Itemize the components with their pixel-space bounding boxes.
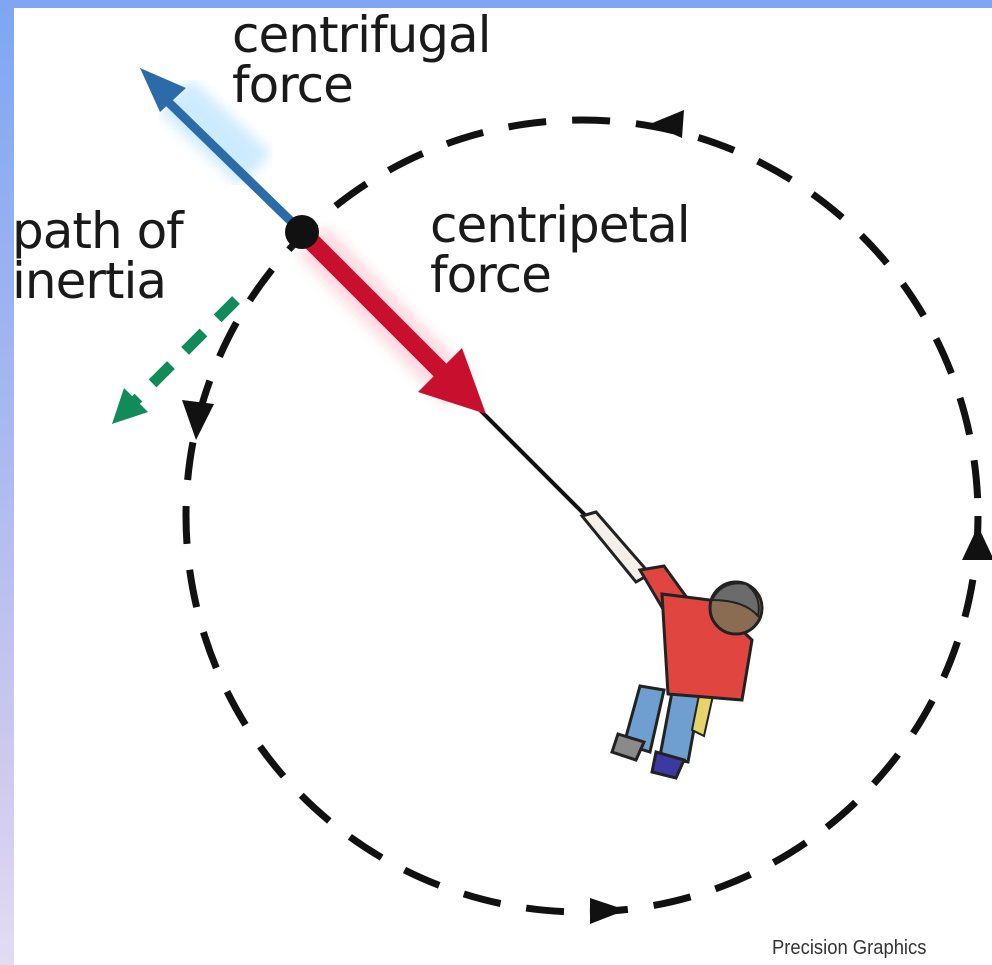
person-figure [582,512,762,778]
ball [285,215,319,249]
path-direction-arrow-right [962,526,992,560]
inertia-arrow [112,300,236,424]
path-direction-arrow-left [182,400,214,440]
centrifugal-force-label: centrifugal force [232,10,491,110]
centripetal-force-label: centripetal force [430,200,690,300]
path-of-inertia-label: path of inertia [12,206,183,306]
credit-label: Precision Graphics [772,938,926,958]
path-direction-arrow-top [650,110,684,138]
path-direction-arrow-bottom [590,898,626,924]
